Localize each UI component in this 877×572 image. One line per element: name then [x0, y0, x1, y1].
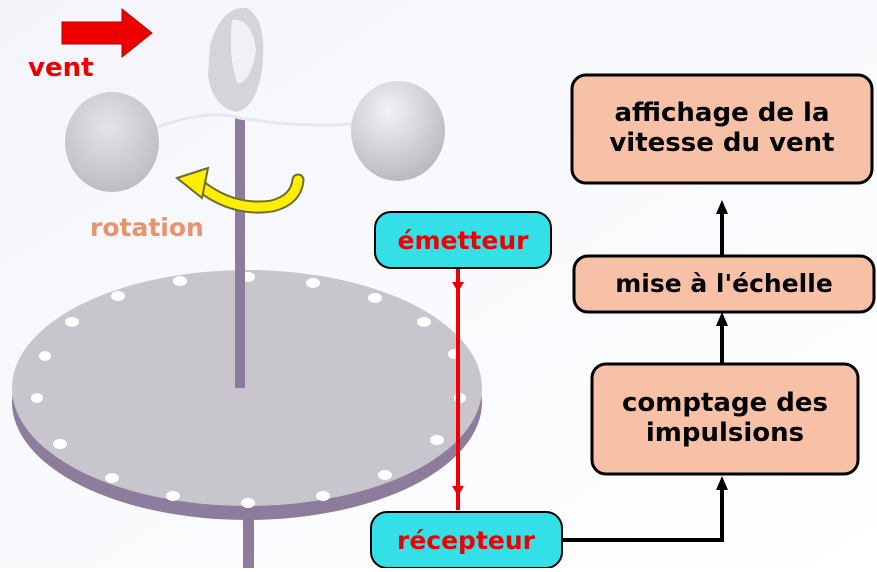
light-beam [452, 268, 464, 510]
lower-shaft [243, 505, 254, 568]
scaling-box [572, 254, 876, 314]
arrow-to-scaling-icon [716, 312, 728, 326]
wind-label: vent [28, 53, 94, 83]
arrow-to-display-icon [716, 200, 728, 214]
emitter-label: émetteur [398, 226, 530, 255]
rotation-label: rotation [90, 213, 204, 242]
receiver-label: récepteur [397, 526, 536, 555]
wind-arrow-icon [61, 7, 153, 59]
display-box [570, 73, 874, 185]
display-block-label: affichage de la vitesse du vent [609, 98, 835, 158]
arrow-to-counting-icon [716, 476, 728, 490]
cup-arms [149, 113, 353, 132]
right-cup [351, 81, 445, 181]
left-cup [65, 92, 159, 192]
emitter-box [374, 211, 552, 269]
disc-holes [31, 272, 466, 508]
rotation-arrow-icon [174, 166, 305, 214]
counting-box [590, 362, 860, 476]
signal-connectors [562, 208, 724, 542]
counting-block-label: comptage des impulsions [622, 388, 828, 448]
shaft [235, 118, 245, 388]
scaling-block-label: mise à l'échelle [615, 268, 833, 298]
slotted-disc [12, 270, 482, 506]
